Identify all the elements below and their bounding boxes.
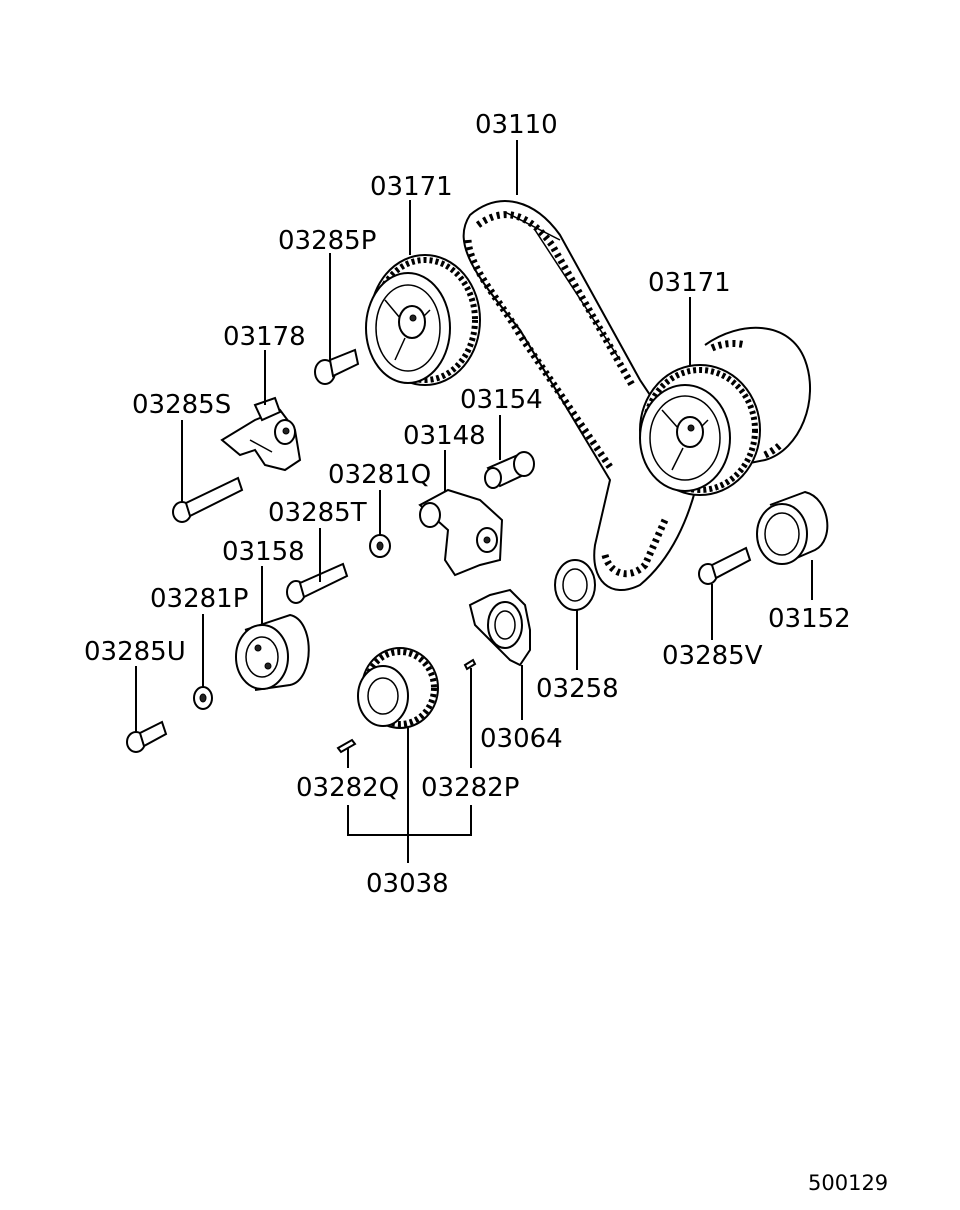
idler-pulley-03152	[756, 490, 829, 565]
tensioner-bracket-03148	[418, 488, 504, 577]
timing-belt	[462, 200, 702, 591]
label-03152: 03152	[768, 604, 851, 634]
label-03148: 03148	[403, 421, 486, 451]
label-03285P: 03285P	[278, 226, 376, 256]
label-03178: 03178	[223, 322, 306, 352]
camshaft-sprocket-top	[365, 254, 481, 386]
camshaft-sprocket-right	[639, 326, 811, 496]
label-03285S: 03285S	[132, 390, 231, 420]
leader-lines	[135, 140, 813, 863]
idler-pulley-03158	[235, 613, 310, 691]
bolt-03285U	[126, 720, 168, 753]
bolt-03285V	[698, 546, 752, 585]
bolt-03285S	[172, 476, 244, 523]
spacer-03154	[484, 451, 535, 489]
figure-number: 500129	[808, 1171, 888, 1195]
label-03282P: 03282P	[421, 773, 519, 803]
label-03171-top: 03171	[370, 172, 453, 202]
bolt-03285P	[314, 348, 360, 385]
label-03282Q: 03282Q	[296, 773, 399, 803]
label-03281Q: 03281Q	[328, 460, 431, 490]
label-03158: 03158	[222, 537, 305, 567]
part-labels: 03110 03171 03171 03285P 03178 03285S 03…	[84, 110, 851, 899]
label-03281P: 03281P	[150, 584, 248, 614]
tensioner-arm-03178	[220, 396, 302, 472]
label-03038: 03038	[366, 869, 449, 899]
label-03110: 03110	[475, 110, 558, 140]
label-03285V: 03285V	[662, 641, 763, 671]
crankshaft-sprocket-03038	[357, 647, 439, 729]
label-03064: 03064	[480, 724, 563, 754]
label-03285T: 03285T	[268, 498, 367, 528]
label-03171-right: 03171	[648, 268, 731, 298]
oil-seal-03258	[554, 559, 596, 611]
label-03285U: 03285U	[84, 637, 186, 667]
washer-03281Q	[369, 534, 391, 558]
washer-03281P	[193, 686, 213, 710]
label-03258: 03258	[536, 674, 619, 704]
keys	[336, 658, 477, 754]
crankshaft-flange-03064	[468, 588, 531, 667]
bolt-03285T	[286, 562, 349, 604]
label-03154: 03154	[460, 385, 543, 415]
